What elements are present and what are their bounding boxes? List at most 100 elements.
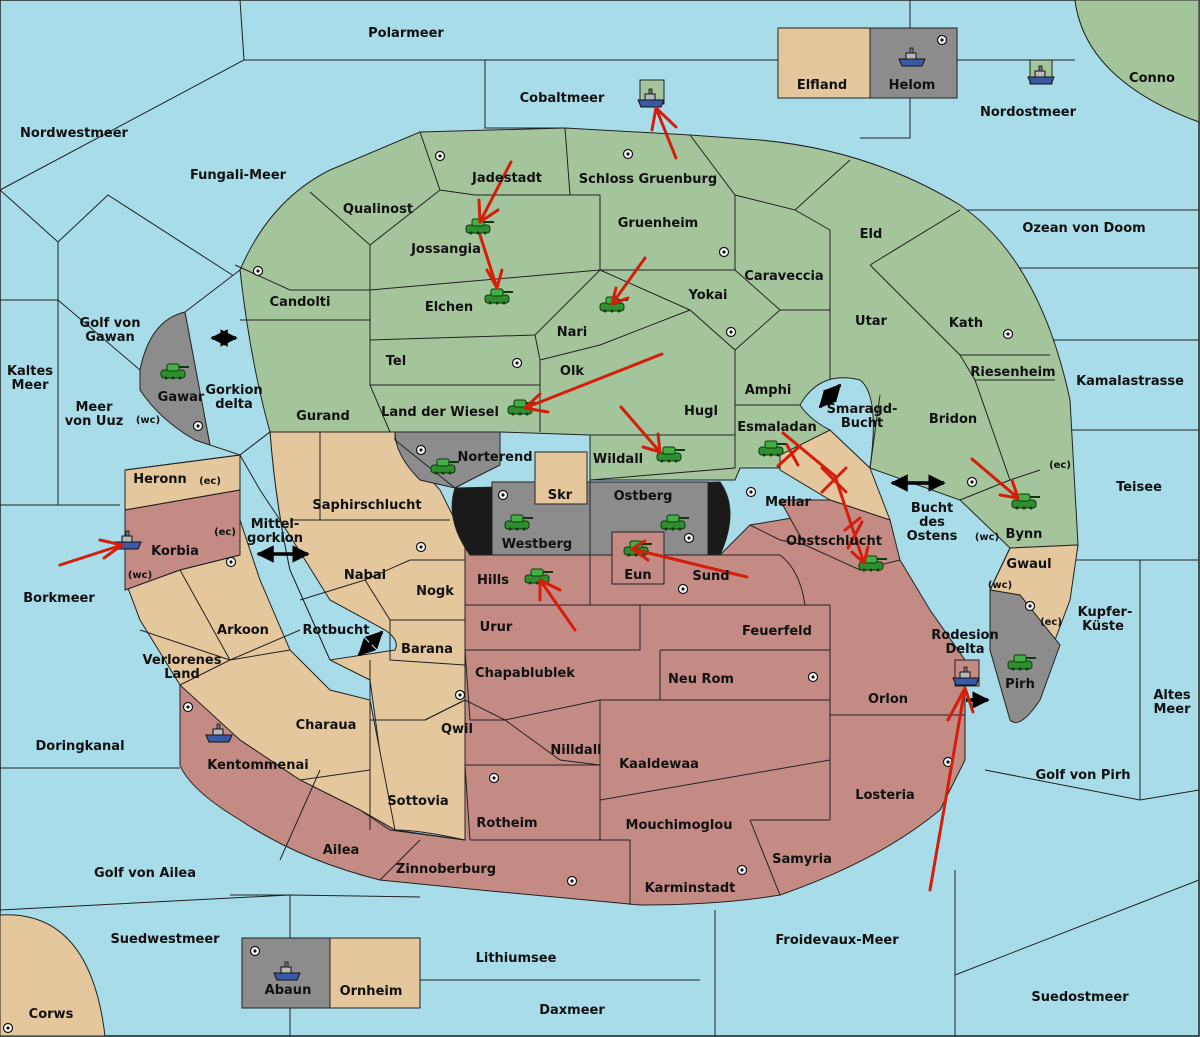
corws-region	[0, 914, 106, 1037]
terr-gruenheim: Gruenheim	[618, 216, 698, 231]
terr-caraveccia: Caraveccia	[744, 269, 823, 284]
terr-qualinost: Qualinost	[343, 202, 413, 217]
terr-riesenheim: Riesenheim	[970, 365, 1055, 380]
terr-sund: Sund	[692, 569, 729, 584]
terr-nabai: Nabai	[344, 568, 386, 583]
terr-urur: Urur	[480, 620, 513, 635]
terr-bynn: Bynn	[1006, 527, 1043, 542]
sea-nordwestmeer: Nordwestmeer	[20, 126, 128, 141]
coast-heronn-ec: (ec)	[199, 476, 221, 487]
terr-hugl: Hugl	[684, 404, 718, 419]
sea-suedwestmeer: Suedwestmeer	[110, 932, 220, 947]
sea-kupfer-2: Küste	[1082, 619, 1124, 634]
terr-nilldall: Nilldall	[550, 743, 601, 758]
sea-meer-uuz-1: Meer	[76, 400, 114, 415]
terr-skr: Skr	[548, 488, 573, 503]
terr-korbia: Korbia	[151, 544, 199, 559]
terr-orlon: Orlon	[868, 692, 908, 707]
terr-mouchimoglou: Mouchimoglou	[626, 818, 733, 833]
elfland-box	[777, 27, 871, 99]
terr-utar: Utar	[855, 314, 888, 329]
sea-bucht-3: Ostens	[907, 529, 958, 544]
coast-gwaul-ec: (ec)	[1040, 617, 1062, 628]
terr-verlorenes-2: Land	[164, 667, 200, 682]
sea-daxmeer: Daxmeer	[539, 1003, 605, 1018]
terr-esmaladan: Esmaladan	[737, 420, 817, 435]
terr-westberg: Westberg	[502, 537, 572, 552]
terr-heronn: Heronn	[133, 472, 187, 487]
terr-pirh: Pirh	[1005, 677, 1035, 692]
terr-jossangia: Jossangia	[410, 242, 481, 257]
terr-elchen: Elchen	[425, 300, 473, 315]
sea-nordostmeer: Nordostmeer	[980, 105, 1077, 120]
terr-jadestadt: Jadestadt	[471, 171, 542, 186]
terr-eld: Eld	[860, 227, 883, 242]
sea-kaltes-2: Meer	[12, 378, 50, 393]
terr-candolti: Candolti	[270, 295, 331, 310]
sea-teisee: Teisee	[1116, 480, 1162, 495]
sea-lithiumsee: Lithiumsee	[476, 951, 557, 966]
sea-mittel-2: gorkion	[247, 531, 303, 546]
terr-qwil: Qwil	[441, 722, 473, 737]
terr-losteria: Losteria	[855, 788, 915, 803]
sea-golf-gawan-2: Gawan	[85, 330, 134, 345]
canal-arrows	[210, 329, 990, 709]
sea-fungali: Fungali-Meer	[190, 168, 287, 183]
terr-nari: Nari	[557, 325, 588, 340]
terr-nogk: Nogk	[416, 584, 454, 599]
red-territories	[124, 489, 966, 906]
terr-samyria: Samyria	[772, 852, 832, 867]
sea-ozean-doom: Ozean von Doom	[1022, 221, 1145, 236]
coast-bynn-ec: (ec)	[1049, 460, 1071, 471]
sea-mittel-1: Mittel-	[251, 517, 300, 532]
terr-gwaul: Gwaul	[1006, 557, 1051, 572]
smaragd-bucht-water	[799, 377, 874, 470]
sea-borkmeer: Borkmeer	[23, 591, 95, 606]
coast-korbia-ec: (ec)	[214, 527, 236, 538]
terr-abaun: Abaun	[265, 983, 312, 998]
terr-kath: Kath	[949, 316, 983, 331]
terr-ostberg: Ostberg	[614, 489, 673, 504]
sea-smaragd-2: Bucht	[841, 416, 883, 431]
terr-wildall: Wildall	[593, 452, 643, 467]
terr-land-wiesel: Land der Wiesel	[381, 405, 499, 420]
coast-korbia-wc: (wc)	[128, 570, 152, 581]
terr-kentommenai: Kentommenai	[207, 758, 308, 773]
order-arrows	[58, 106, 1020, 892]
sea-meer-uuz-2: von Uuz	[65, 414, 124, 429]
terr-helom: Helom	[889, 78, 936, 93]
sea-rodesion-1: Rodesion	[931, 628, 998, 643]
terr-ailea: Ailea	[323, 843, 360, 858]
terr-bridon: Bridon	[929, 412, 977, 427]
terr-verlorenes-1: Verlorenes	[142, 653, 221, 668]
sea-bucht-1: Bucht	[911, 501, 953, 516]
terr-elfland: Elfland	[797, 78, 847, 93]
terr-obstschlucht: Obstschlucht	[786, 534, 882, 549]
terr-rotheim: Rotheim	[476, 816, 537, 831]
sea-bucht-2: des	[919, 515, 945, 530]
terr-hills: Hills	[477, 573, 509, 588]
coast-bynn-wc: (wc)	[975, 532, 999, 543]
ornheim-box	[329, 937, 421, 1009]
terr-barana: Barana	[401, 642, 453, 657]
sea-kupfer-1: Kupfer-	[1078, 605, 1133, 620]
terr-amphi: Amphi	[745, 383, 792, 398]
terr-schloss: Schloss Gruenburg	[579, 172, 717, 187]
sea-kamalastrasse: Kamalastrasse	[1076, 374, 1184, 389]
sea-polarmeer: Polarmeer	[368, 26, 444, 41]
terr-gurand: Gurand	[296, 409, 350, 424]
terr-eun: Eun	[624, 568, 651, 583]
terr-gawar: Gawar	[158, 390, 205, 405]
sea-corws: Corws	[29, 1007, 74, 1022]
terr-feuerfeld: Feuerfeld	[742, 624, 812, 639]
sea-altes-2: Meer	[1154, 702, 1192, 717]
terr-zinnoberburg: Zinnoberburg	[396, 862, 496, 877]
terr-kaaldewaa: Kaaldewaa	[619, 757, 699, 772]
sea-rodesion-2: Delta	[945, 642, 984, 657]
sea-froidevaux: Froidevaux-Meer	[775, 933, 899, 948]
terr-sottovia: Sottovia	[387, 794, 448, 809]
terr-chapablublek: Chapablublek	[475, 666, 575, 681]
terr-neu-rom: Neu Rom	[668, 672, 734, 687]
sea-golf-ailea: Golf von Ailea	[94, 866, 196, 881]
